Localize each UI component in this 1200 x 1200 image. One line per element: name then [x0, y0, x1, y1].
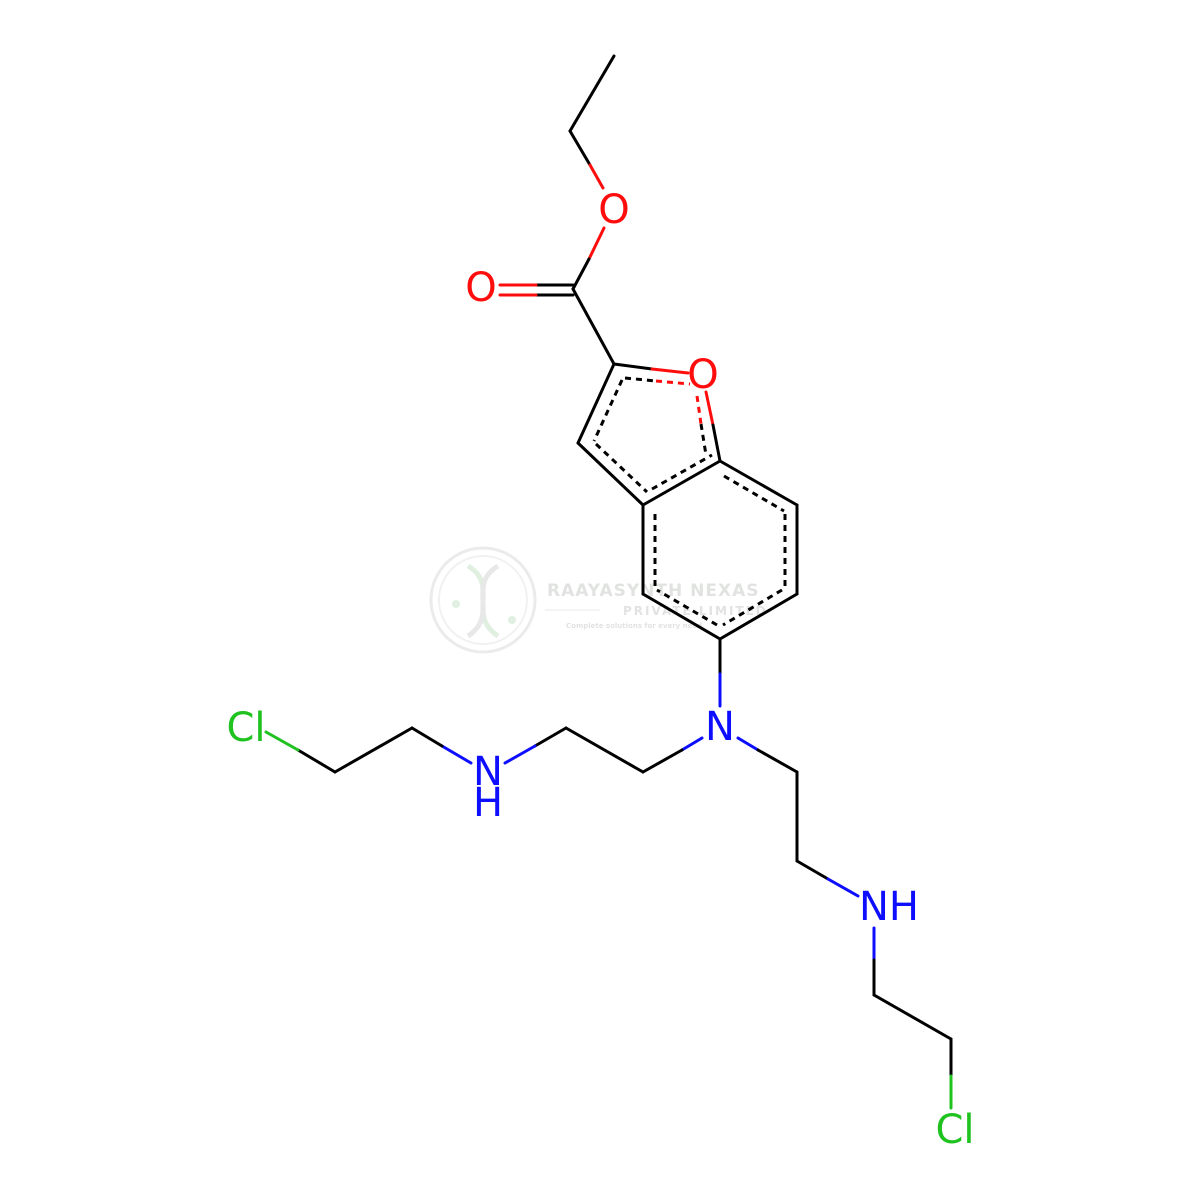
aromatic-c5-c4	[656, 588, 718, 627]
watermark-title: RAAYASYNTH NEXAS	[547, 581, 760, 601]
bond-cg-ch	[872, 993, 953, 1041]
watermark-tagline: Complete solutions for every need	[566, 622, 702, 630]
bond-n-ca-black	[641, 748, 684, 774]
aromatic-c2-o1-black	[624, 376, 657, 383]
bond-c6-c5	[718, 592, 799, 641]
bond-ca-cb	[564, 726, 645, 774]
bond-cd-cl-black	[296, 748, 337, 774]
bond-nleft-cc-black	[410, 726, 444, 748]
bond-cf-nright-black	[795, 859, 830, 881]
aromatic-c6-c5	[722, 588, 783, 627]
atom-n-tertiary: N	[705, 704, 735, 750]
aromatic-o1-c7a-red	[695, 395, 703, 425]
bond-oc-black	[571, 257, 591, 291]
aromatic-c7a-c7	[723, 474, 785, 513]
bond-c3-c3a	[576, 441, 645, 507]
atom-n-left: N	[473, 749, 503, 795]
dna-helix-icon	[429, 546, 537, 654]
atom-labels: O O O N N H NH Cl Cl	[226, 187, 974, 1153]
aromatic-o1-c7a-black	[699, 423, 708, 456]
bond-cc-cd	[333, 726, 414, 774]
atom-n-right: NH	[859, 884, 919, 930]
bond-c2-o1-black	[612, 362, 654, 371]
bond-o1-c7a-red	[704, 390, 715, 427]
bond-n-ce-black	[756, 748, 799, 774]
bond-c7a-c7	[718, 459, 799, 507]
aromatic-c2-c3	[592, 379, 624, 442]
bond-c2-o1-red	[650, 367, 690, 375]
atom-o-carbonyl: O	[465, 265, 496, 311]
bond-c-c2	[571, 287, 616, 366]
atom-cl-right: Cl	[935, 1107, 974, 1153]
aromatic-c2-o1-red	[655, 379, 691, 386]
bond-cb-nleft-black	[533, 726, 568, 748]
bond-cd-cl-green	[264, 730, 300, 752]
watermark: RAAYASYNTH NEXAS PRIVATE LIMITED Complet…	[429, 546, 766, 654]
bond-c3a-c7a	[641, 459, 722, 507]
bond-cf-nright-blue	[826, 877, 860, 898]
bonds	[264, 54, 953, 1110]
bond-c2-c3	[576, 362, 616, 445]
aromatic-c3-c3a	[594, 442, 649, 494]
atom-o-ether: O	[598, 187, 629, 233]
bond-cb-nleft-blue	[503, 744, 537, 765]
aromatic-bonds	[592, 376, 787, 627]
bond-n-ca-blue	[680, 736, 704, 752]
aromatic-c3a-c7a	[651, 453, 713, 491]
bond-ethyl-co-black	[568, 129, 592, 167]
bond-o1-c7a-black	[711, 423, 722, 463]
atom-o-ring: O	[687, 352, 718, 398]
atom-n-left-h: H	[473, 780, 503, 826]
bond-nleft-cc-blue	[440, 744, 473, 765]
bond-ethyl-co-red	[588, 163, 605, 190]
bond-oc-red	[587, 226, 606, 261]
bond-c5-c4	[641, 592, 722, 641]
bond-n-ce-blue	[736, 736, 760, 752]
bond-ethyl-cc	[568, 54, 616, 133]
atom-cl-left: Cl	[226, 705, 265, 751]
